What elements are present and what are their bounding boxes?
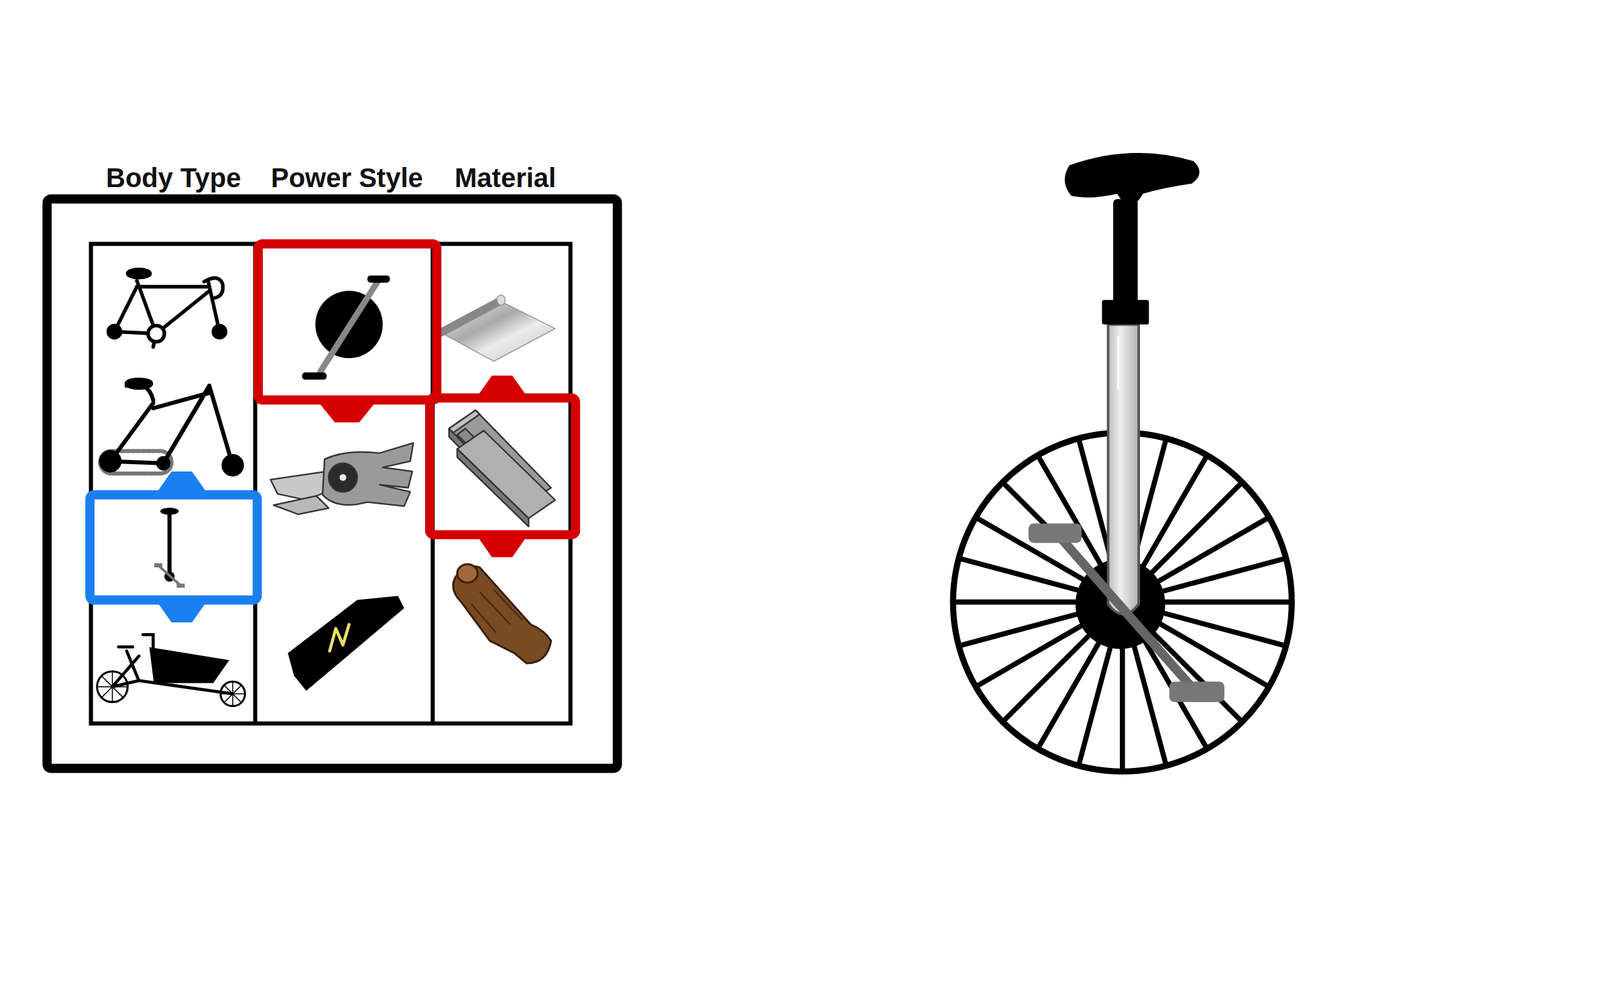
- aluminium-icon: [440, 295, 555, 362]
- red-selection-power: [258, 244, 437, 423]
- steel-beam-icon-part: [449, 410, 481, 433]
- chain-bike-icon-part: [223, 455, 242, 475]
- unicycle-drawing-part: [977, 623, 1086, 687]
- pedal-power-icon-part: [367, 275, 390, 283]
- red-selection-material-part: [477, 536, 527, 557]
- motor-icon-part: [328, 463, 358, 493]
- unicycle-drawing-part: [1113, 199, 1138, 307]
- blue-selection-body-part: [89, 494, 258, 601]
- aluminium-icon-part: [440, 301, 555, 361]
- column-header: Material: [454, 162, 556, 193]
- unicycle-drawing-part: [1163, 612, 1284, 646]
- unicycle-drawing-part: [1133, 643, 1166, 764]
- unicycle-drawing-part: [1159, 518, 1268, 581]
- motor-icon: [270, 442, 414, 515]
- unicycle-icon: [154, 507, 186, 588]
- unicycle-drawing: [952, 152, 1292, 772]
- cargo-bike-icon-part: [142, 634, 153, 649]
- unicycle-icon-part: [154, 563, 163, 568]
- unicycle-drawing-part: [1064, 152, 1200, 206]
- wood-icon: [453, 563, 552, 664]
- column-header: Body Type: [105, 162, 242, 193]
- battery-icon: [287, 596, 404, 691]
- unicycle-drawing-part: [1107, 324, 1139, 615]
- road-bike-icon-part: [136, 284, 209, 289]
- unicycle-icon-part: [167, 512, 172, 574]
- unicycle-drawing-part: [954, 601, 1080, 603]
- grid-frame-part: [91, 244, 571, 724]
- unicycle-drawing-part: [1056, 532, 1196, 692]
- red-selection-power-part: [318, 401, 376, 422]
- steel-beam-icon: [449, 410, 556, 527]
- blue-selection-body-part: [157, 602, 207, 623]
- red-selection-material-part: [429, 397, 577, 535]
- grid-frame-part: [46, 199, 617, 769]
- motor-icon-part: [338, 473, 347, 482]
- steel-beam-icon-part: [457, 448, 530, 527]
- blue-selection-body: [89, 471, 258, 623]
- red-selection-material: [429, 375, 577, 558]
- unicycle-icon-part: [176, 583, 185, 588]
- battery-icon-part: [329, 624, 350, 652]
- blue-selection-body-part: [157, 471, 207, 492]
- cargo-bike-icon: [97, 634, 246, 707]
- chain-bike-icon-part: [158, 458, 169, 469]
- red-selection-material-part: [477, 375, 527, 396]
- pedal-power-icon-part: [320, 281, 378, 372]
- column-header: Power Style: [270, 162, 424, 193]
- battery-icon-part: [287, 596, 404, 691]
- road-bike-icon-part: [107, 325, 121, 338]
- road-bike-icon-part: [213, 325, 226, 338]
- unicycle-drawing-part: [1165, 601, 1291, 603]
- road-bike-icon-part: [127, 269, 150, 278]
- unicycle-drawing-part: [1078, 643, 1112, 764]
- chain-bike-icon-part: [209, 385, 233, 466]
- unicycle-drawing-part: [1101, 299, 1149, 325]
- unicycle-drawing-part: [960, 612, 1081, 646]
- cargo-bike-icon-part: [150, 649, 227, 682]
- road-bike-icon: [107, 269, 226, 348]
- red-selection-power-part: [258, 244, 437, 401]
- aluminium-icon-part: [440, 301, 498, 333]
- chain-bike-icon: [99, 379, 242, 475]
- wood-icon-part: [471, 589, 523, 633]
- unicycle-drawing-part: [1117, 336, 1120, 388]
- road-bike-icon-part: [156, 291, 209, 334]
- chain-bike-icon-part: [163, 397, 203, 463]
- chain-bike-icon-part: [126, 379, 152, 388]
- cargo-bike-icon-part: [112, 655, 140, 687]
- unicycle-drawing-part: [960, 558, 1081, 591]
- chain-bike-icon-part: [101, 451, 120, 471]
- pedal-power-icon: [302, 275, 391, 380]
- chain-bike-icon-part: [99, 450, 172, 473]
- grid-frame: [46, 199, 617, 769]
- unicycle-drawing-part: [1163, 558, 1284, 591]
- unicycle-icon-part: [159, 565, 180, 585]
- road-bike-icon-part: [148, 325, 165, 342]
- unicycle-drawing-part: [1121, 645, 1124, 770]
- motor-icon-part: [322, 442, 414, 506]
- aluminium-icon-part: [496, 295, 505, 306]
- unicycle-drawing-part: [1078, 440, 1112, 561]
- pedal-power-icon-part: [302, 372, 328, 380]
- unicycle-drawing-part: [1028, 523, 1082, 543]
- motor-icon-part: [273, 495, 329, 514]
- wood-icon-part: [457, 563, 478, 583]
- cargo-bike-icon-part: [118, 645, 133, 649]
- unicycle-drawing-part: [1169, 681, 1225, 702]
- road-bike-icon-part: [203, 278, 223, 299]
